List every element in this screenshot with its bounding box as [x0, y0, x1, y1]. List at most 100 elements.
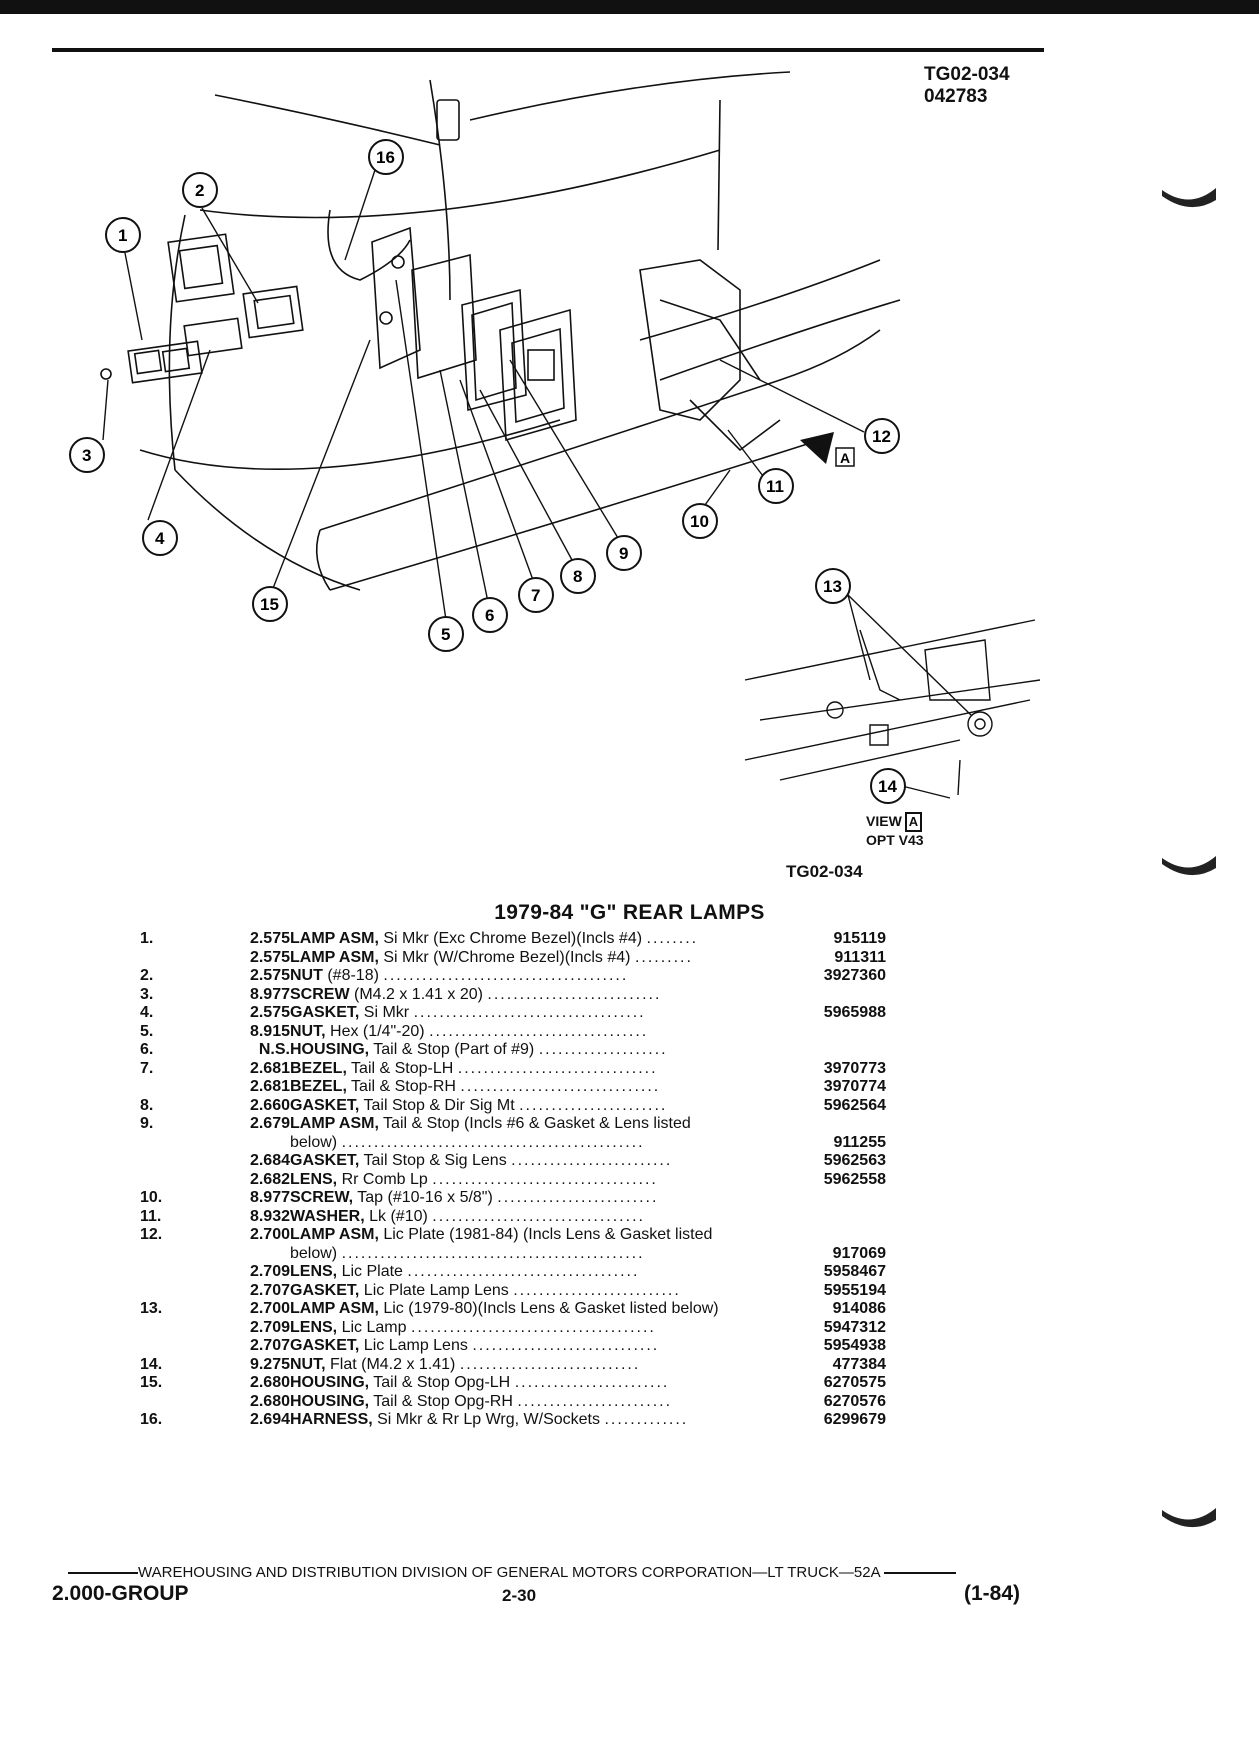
leader-dots: ..................................: [429, 1022, 649, 1040]
item-number: [140, 1282, 224, 1301]
item-number-text: 6.: [140, 1041, 154, 1058]
callout-7: 7: [518, 577, 554, 613]
part-name: LAMP ASM,: [290, 1300, 379, 1317]
part-detail: Flat (M4.2 x 1.41): [325, 1355, 456, 1373]
callout-2: 2: [182, 172, 218, 208]
leader-dots: ........................: [514, 1374, 670, 1391]
item-number-text: 3.: [140, 985, 154, 1003]
group-number: 2.700: [224, 1300, 290, 1319]
leader-dots: .........................: [511, 1152, 673, 1169]
part-name: GASKET,: [290, 1281, 360, 1299]
group-number-text: 2.709: [249, 1318, 290, 1336]
group-number: 2.709: [224, 1263, 290, 1282]
part-detail: Tail & Stop-LH: [346, 1059, 454, 1077]
group-number-text: 8.977: [249, 985, 290, 1003]
group-number-text: 2.660: [249, 1096, 290, 1114]
item-number: 9.: [140, 1115, 224, 1134]
group-number-text: N.S.: [258, 1041, 290, 1058]
part-number: 5958467: [796, 1263, 886, 1282]
callout-4: 4: [142, 520, 178, 556]
part-detail: Lic Lamp Lens: [359, 1337, 468, 1354]
leader-dots: ........................................…: [341, 1133, 645, 1151]
group-number: [224, 1134, 290, 1153]
svg-text:6: 6: [485, 606, 494, 625]
part-detail: Si Mkr (Exc Chrome Bezel)(Incls #4): [378, 930, 643, 947]
part-number-text: 5954938: [823, 1337, 886, 1354]
part-description: HARNESS, Si Mkr & Rr Lp Wrg, W/Sockets .…: [290, 1411, 796, 1430]
group-number-text: 2.680: [249, 1392, 290, 1410]
item-number: [140, 1152, 224, 1171]
group-number-text: 2.680: [249, 1374, 290, 1391]
part-number: [796, 1115, 886, 1134]
part-description: LENS, Rr Comb Lp .......................…: [290, 1171, 796, 1190]
svg-text:15: 15: [260, 595, 279, 614]
item-number: 12.: [140, 1226, 224, 1245]
part-detail: Lic Plate (1981-84) (Incls Lens & Gasket…: [378, 1226, 713, 1243]
leader-dots: ........................................…: [341, 1244, 645, 1262]
item-number: [140, 1134, 224, 1153]
group-number-text: 9.275: [249, 1355, 290, 1373]
item-number: 5.: [140, 1023, 224, 1042]
item-number-text: 8.: [140, 1096, 154, 1114]
part-name: HOUSING,: [290, 1374, 370, 1391]
leader-dots: .................................: [432, 1207, 645, 1225]
part-description: GASKET, Lic Lamp Lens ..................…: [290, 1337, 796, 1356]
item-number: [140, 1245, 224, 1264]
item-number: 10.: [140, 1189, 224, 1208]
part-number: 914086: [796, 1300, 886, 1319]
svg-text:4: 4: [155, 529, 165, 548]
part-number-text: 6299679: [823, 1411, 886, 1428]
item-number-text: 15.: [140, 1374, 163, 1391]
part-number: 911255: [796, 1134, 886, 1153]
svg-text:16: 16: [376, 148, 395, 167]
item-number-text: 1.: [140, 930, 154, 947]
view-letter-box: A: [904, 812, 923, 832]
part-description: LAMP ASM, Lic (1979-80)(Incls Lens & Gas…: [290, 1300, 796, 1319]
part-name: LAMP ASM,: [290, 948, 379, 966]
part-number: 5962558: [796, 1171, 886, 1190]
part-detail: Lic Plate: [337, 1263, 403, 1280]
table-row: 6.N.S.HOUSING, Tail & Stop (Part of #9) …: [140, 1041, 886, 1060]
part-name: GASKET,: [290, 1152, 360, 1169]
top-scan-bar: [0, 0, 1259, 14]
item-number-text: 9.: [140, 1115, 154, 1132]
footer-rule-right: [883, 1572, 956, 1575]
item-number-text: 16.: [140, 1411, 163, 1428]
callout-14: 14: [870, 768, 906, 804]
part-number: 5962563: [796, 1152, 886, 1171]
group-number-text: 8.915: [249, 1022, 290, 1040]
part-description: below) .................................…: [290, 1245, 796, 1264]
item-number-text: 2.: [140, 967, 154, 984]
reference-code-block: TG02-034 042783: [924, 64, 1010, 108]
group-number-text: 2.575: [249, 930, 290, 947]
part-description: WASHER, Lk (#10) .......................…: [290, 1208, 796, 1227]
item-number: 14.: [140, 1356, 224, 1375]
item-number-text: 13.: [140, 1300, 163, 1317]
binder-mark-1: [1162, 188, 1216, 208]
group-number: 8.915: [224, 1023, 290, 1042]
part-name: BEZEL,: [290, 1059, 347, 1077]
part-number: 5955194: [796, 1282, 886, 1301]
leader-dots: ....................: [538, 1041, 668, 1058]
group-number-text: 2.709: [249, 1263, 290, 1280]
footer-page-number: 2-30: [502, 1586, 537, 1605]
group-number-text: 2.700: [249, 1226, 290, 1243]
part-detail: Tail Stop & Dir Sig Mt: [359, 1096, 515, 1114]
part-name: NUT,: [290, 1355, 326, 1373]
callout-15: 15: [252, 586, 288, 622]
item-number-text: 11.: [140, 1207, 162, 1225]
part-description: NUT (#8-18) ............................…: [290, 967, 796, 986]
callout-8: 8: [560, 558, 596, 594]
part-number: [796, 986, 886, 1005]
